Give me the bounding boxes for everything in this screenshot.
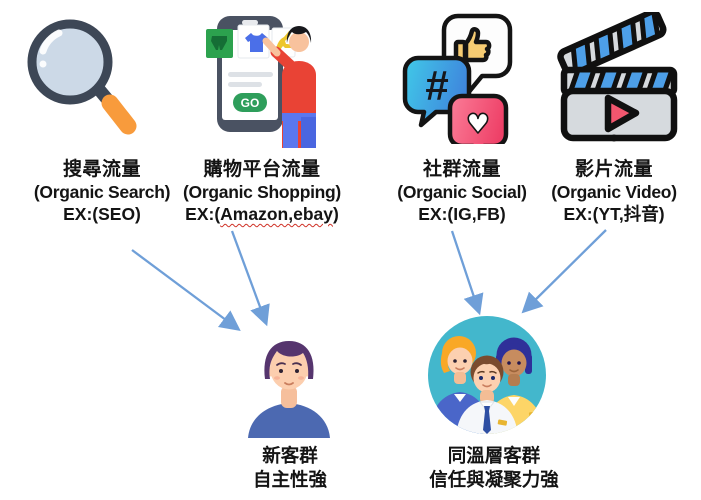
new-customer-avatar-icon <box>243 334 335 438</box>
label-organic-video: 影片流量 (Organic Video) EX:(YT,抖音) <box>524 159 701 225</box>
label-organic-social: 社群流量 (Organic Social) EX:(IG,FB) <box>370 159 554 225</box>
audience-name: 同溫層客群 <box>447 445 541 466</box>
source-example: EX:(SEO) <box>63 204 141 224</box>
label-organic-search: 搜尋流量 (Organic Search) EX:(SEO) <box>10 159 194 225</box>
source-title-zh: 影片流量 <box>574 159 653 180</box>
peer-group-avatar-icon <box>428 314 546 436</box>
source-example: EX:(IG,FB) <box>418 204 506 224</box>
label-organic-shopping: 購物平台流量 (Organic Shopping) EX:(Amazon,eba… <box>170 159 354 225</box>
source-title-en: (Organic Video) <box>551 182 677 202</box>
hashtag-glyph: # <box>425 62 448 109</box>
video-clapperboard-icon <box>548 12 686 144</box>
source-example: EX:(YT,抖音) <box>563 204 665 224</box>
magnifier-icon <box>18 12 140 144</box>
arrow-shopping-to-new-customers <box>230 230 270 327</box>
shopping-phone-icon: GO <box>186 5 344 148</box>
source-example: EX:(Amazon,ebay) <box>170 203 354 225</box>
heart-glyph: ♥ <box>466 109 490 140</box>
go-button-label: GO <box>241 96 260 110</box>
social-bubbles-icon: # ♥ <box>398 12 530 144</box>
example-prefix: EX:( <box>185 204 221 224</box>
label-new-customers: 新客群 自主性強 <box>212 444 368 492</box>
example-suffix: ) <box>332 204 339 224</box>
arrow-video-to-peer-group <box>521 229 607 314</box>
label-peer-group: 同溫層客群 信任與凝聚力強 <box>398 444 590 492</box>
source-title-en: (Organic Shopping) <box>183 182 341 202</box>
audience-trait: 自主性強 <box>252 469 327 490</box>
source-title-zh: 社群流量 <box>422 159 501 180</box>
spellcheck-underlined-brands: Amazon,ebay <box>220 204 333 224</box>
arrow-social-to-peer-group <box>450 230 484 316</box>
arrow-search-to-new-customers <box>131 249 241 332</box>
source-title-zh: 購物平台流量 <box>203 159 321 180</box>
source-title-en: (Organic Search) <box>33 182 171 202</box>
source-title-en: (Organic Social) <box>397 182 527 202</box>
source-title-zh: 搜尋流量 <box>62 159 141 180</box>
audience-trait: 信任與凝聚力強 <box>429 469 559 490</box>
audience-name: 新客群 <box>262 445 318 466</box>
